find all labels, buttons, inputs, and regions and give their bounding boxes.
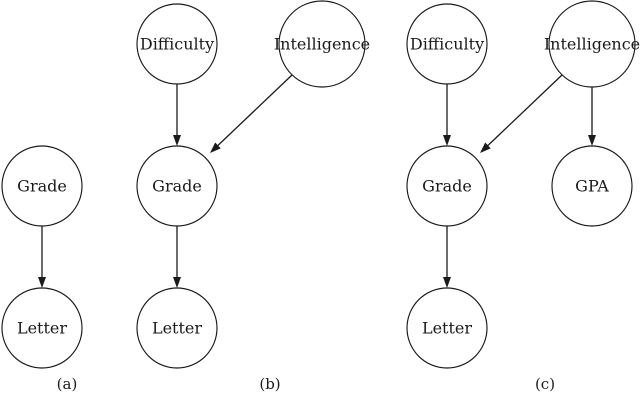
node-label: Intelligence — [544, 35, 640, 54]
edge-b-grade-to-letter — [173, 226, 181, 288]
node-label: Letter — [152, 319, 202, 338]
node-circle — [136, 287, 218, 369]
node-a-grade[interactable]: Grade — [1, 145, 83, 227]
node-c-letter[interactable]: Letter — [406, 287, 488, 369]
node-c-grade[interactable]: Grade — [406, 145, 488, 227]
node-circle — [406, 287, 488, 369]
node-circle — [406, 145, 488, 227]
edges-group — [443, 74, 596, 288]
arrowhead-icon — [443, 277, 451, 288]
arrowhead-icon — [443, 135, 451, 146]
node-label: Difficulty — [140, 35, 214, 54]
node-b-difficulty[interactable]: Difficulty — [136, 3, 218, 85]
node-label: Grade — [152, 177, 202, 196]
panel-caption-c: (c) — [535, 375, 555, 393]
panel-caption-b: (b) — [259, 375, 280, 393]
node-c-gpa[interactable]: GPA — [551, 145, 633, 227]
node-b-letter[interactable]: Letter — [136, 287, 218, 369]
edge-c-difficulty-to-grade — [443, 84, 451, 146]
arrowhead-icon — [173, 135, 181, 146]
edges-group — [38, 226, 46, 288]
edge-b-difficulty-to-grade — [173, 84, 181, 146]
node-circle — [278, 0, 366, 88]
node-circle — [551, 145, 633, 227]
node-label: Intelligence — [274, 35, 370, 54]
node-b-grade[interactable]: Grade — [136, 145, 218, 227]
arrowhead-icon — [173, 277, 181, 288]
edge-a-grade-to-letter — [38, 226, 46, 288]
panel-caption-a: (a) — [57, 375, 78, 393]
node-circle — [406, 3, 488, 85]
node-b-intelligence[interactable]: Intelligence — [274, 0, 370, 88]
arrowhead-icon — [480, 142, 491, 153]
node-circle — [1, 287, 83, 369]
edge-shaft — [486, 74, 563, 147]
edge-c-intelligence-to-grade — [480, 74, 563, 153]
node-c-intelligence[interactable]: Intelligence — [544, 0, 640, 88]
edges-group — [173, 74, 293, 288]
node-label: Grade — [422, 177, 472, 196]
node-circle — [136, 3, 218, 85]
edge-shaft — [216, 74, 293, 147]
node-circle — [136, 145, 218, 227]
node-label: Difficulty — [410, 35, 484, 54]
arrowhead-icon — [588, 135, 596, 146]
arrowhead-icon — [38, 277, 46, 288]
node-circle — [548, 0, 636, 88]
node-c-difficulty[interactable]: Difficulty — [406, 3, 488, 85]
node-a-letter[interactable]: Letter — [1, 287, 83, 369]
edge-c-intelligence-to-gpa — [588, 87, 596, 146]
node-label: Letter — [422, 319, 472, 338]
edge-c-grade-to-letter — [443, 226, 451, 288]
node-label: Grade — [17, 177, 67, 196]
arrowhead-icon — [210, 142, 221, 153]
node-circle — [1, 145, 83, 227]
node-label: Letter — [17, 319, 67, 338]
edge-b-intelligence-to-grade — [210, 74, 293, 153]
node-label: GPA — [575, 177, 609, 196]
